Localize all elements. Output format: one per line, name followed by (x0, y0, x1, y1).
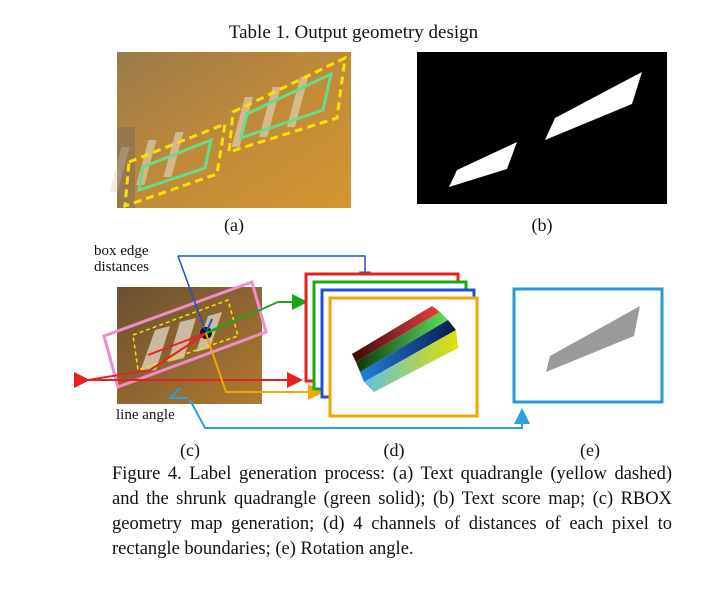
orange-arrow (207, 339, 324, 400)
panel-c-label: (c) (180, 440, 200, 460)
panel-a-image (109, 52, 351, 209)
yellow-quad-2 (227, 55, 347, 155)
panel-a-label: (a) (224, 215, 244, 235)
box-edge-line1: box edge (94, 243, 149, 259)
score-region-2 (545, 72, 642, 140)
red-arrow (87, 333, 206, 381)
panel-e-image (512, 287, 664, 404)
line-angle-annotation: line angle (116, 407, 175, 423)
green-quad-1 (137, 137, 214, 193)
green-quad-2 (238, 71, 334, 141)
panel-b-image (417, 52, 667, 204)
score-region-1 (449, 142, 517, 187)
panel-d-stack (304, 272, 479, 418)
box-edge-annotation: box edge distances (94, 243, 149, 275)
green-arrow (211, 294, 308, 331)
pink-rbox (102, 280, 268, 389)
figure-caption: Figure 4. Label generation process: (a) … (112, 462, 672, 562)
panel-e-label: (e) (580, 440, 600, 460)
box-edge-line2: distances (94, 259, 149, 275)
yellow-quad-1 (123, 121, 227, 209)
table-title: Table 1. Output geometry design (228, 22, 479, 43)
panel-b-label: (b) (531, 215, 553, 235)
line-angle-arrow (189, 399, 530, 429)
caption-text: Figure 4. Label generation process: (a) … (112, 464, 672, 559)
panel-d-label: (d) (383, 440, 405, 460)
angle-region (546, 306, 640, 372)
panel-c-image (102, 280, 268, 404)
